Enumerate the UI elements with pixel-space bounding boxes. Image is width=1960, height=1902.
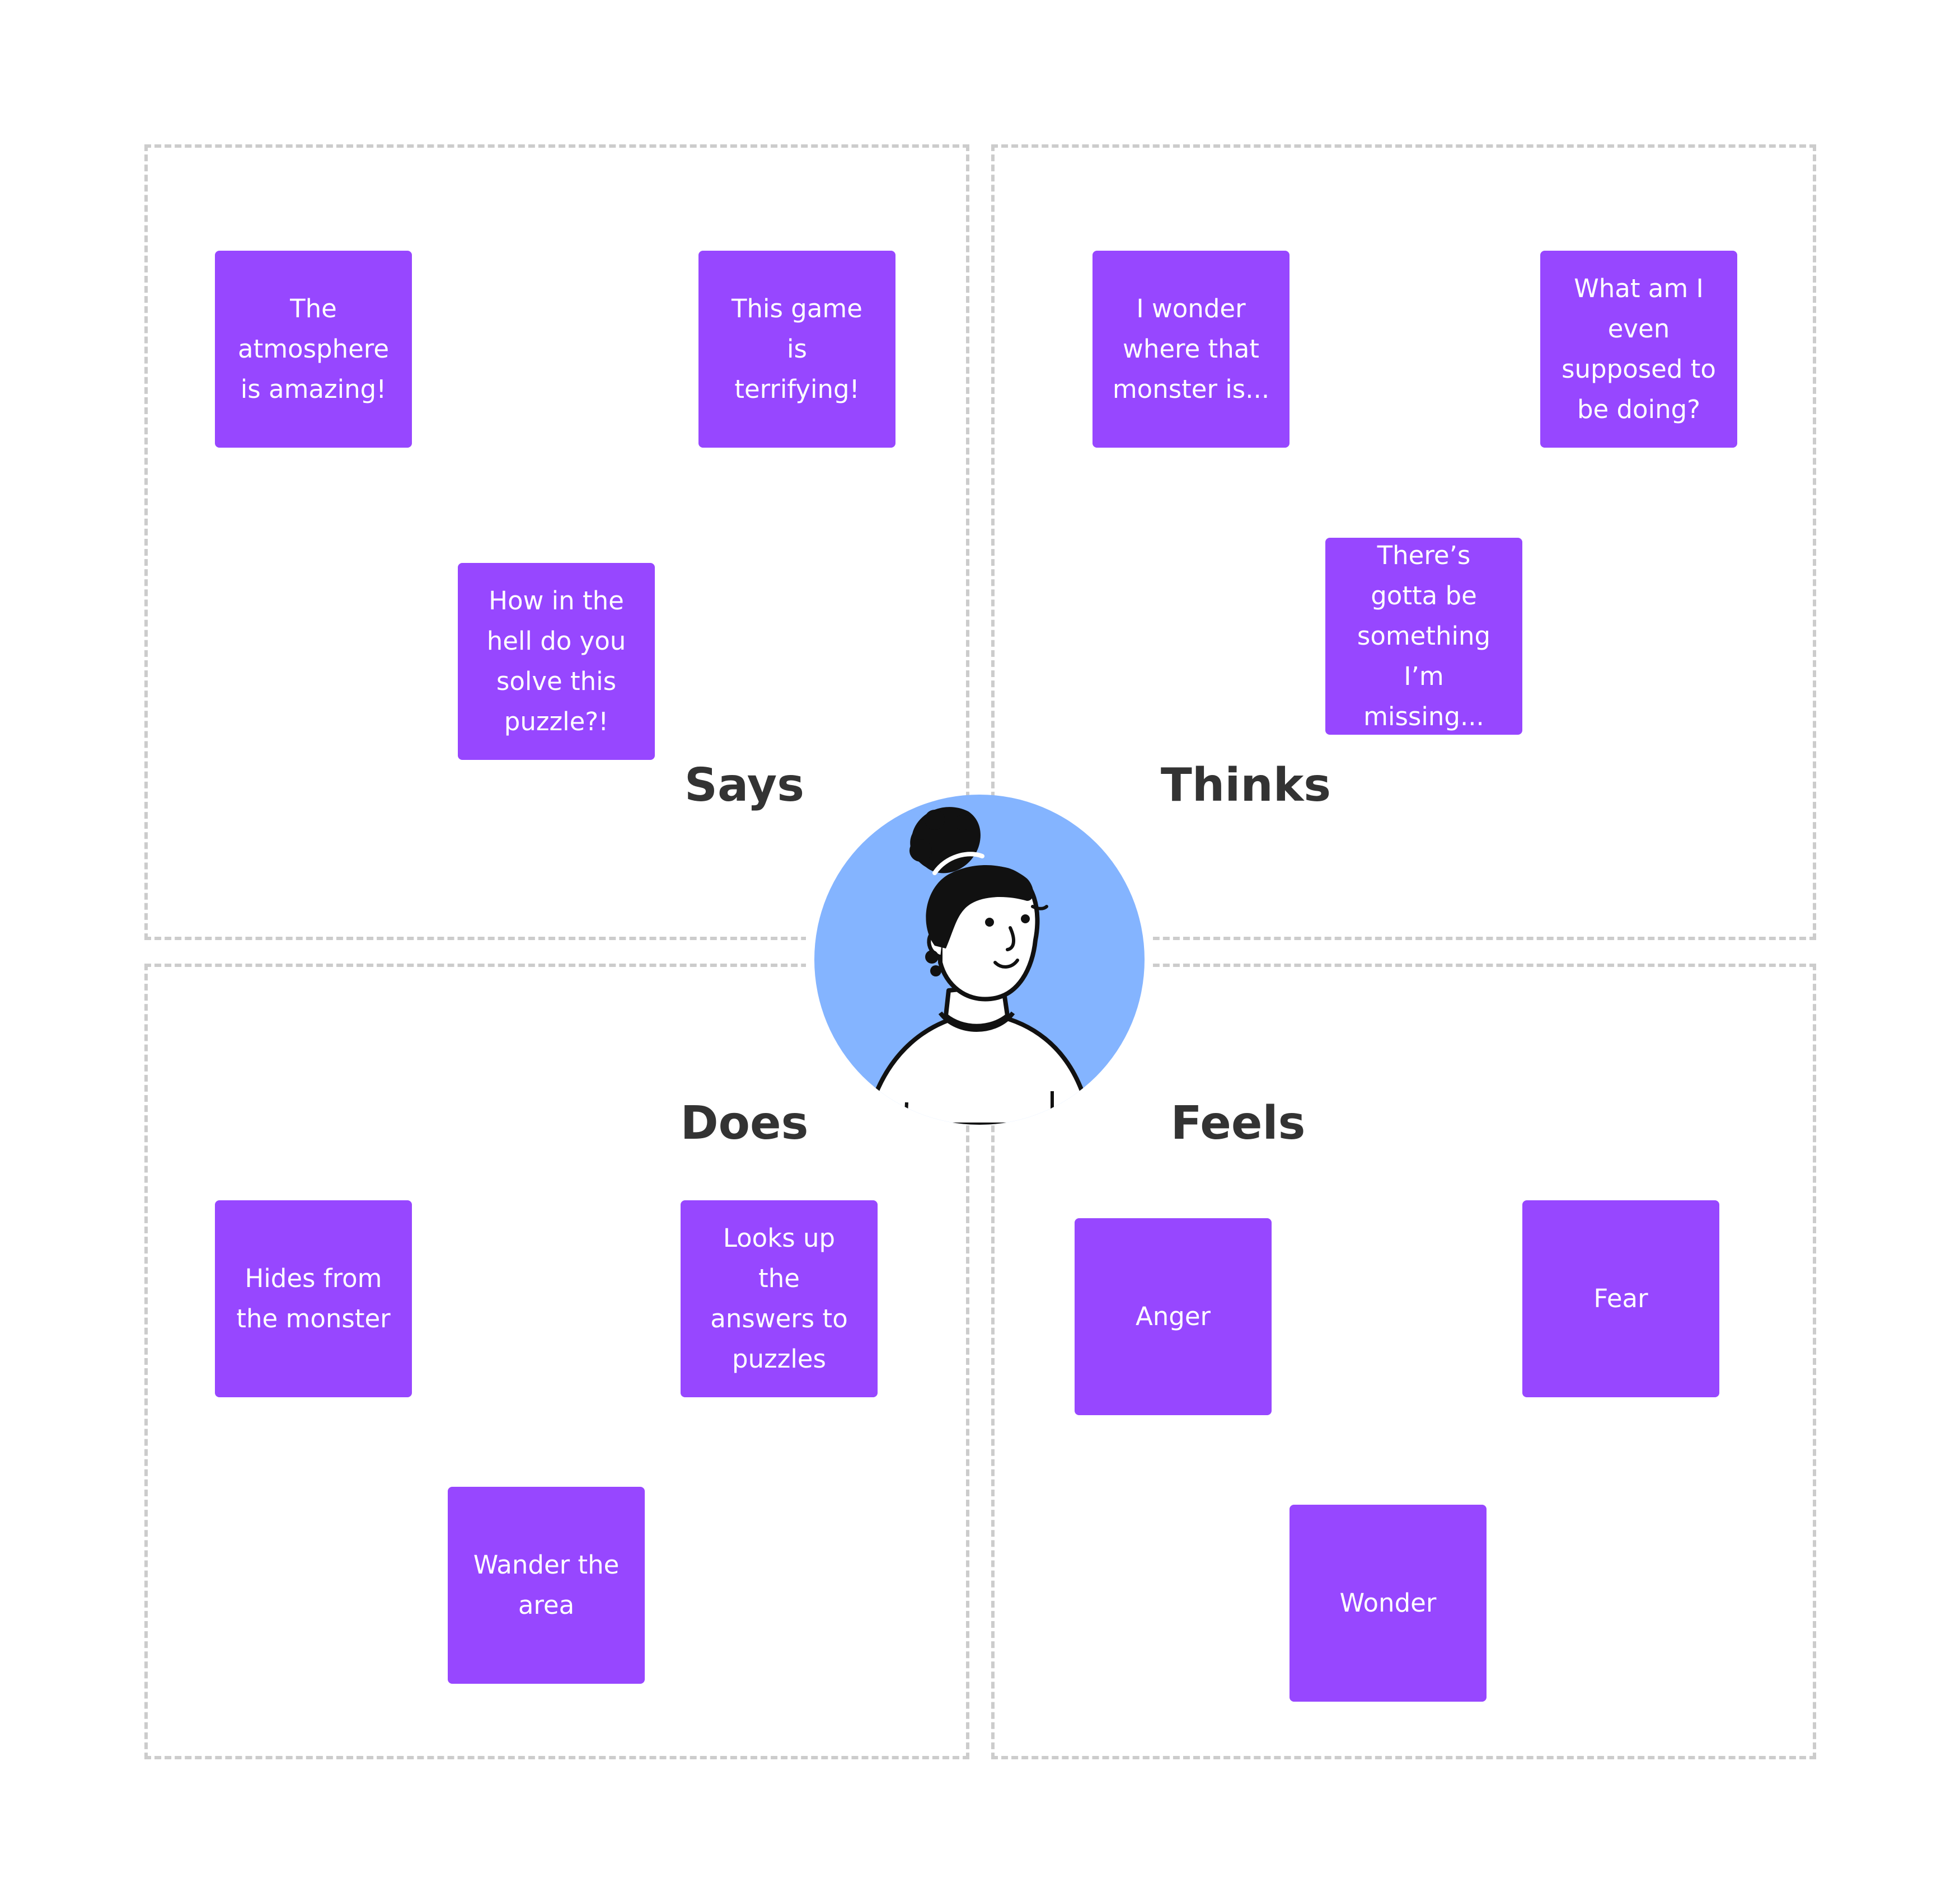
sticky-note[interactable]: Looks up the answers to puzzles	[681, 1200, 878, 1397]
says-label: Says	[684, 759, 805, 812]
sticky-note[interactable]: This game is terrifying!	[698, 251, 895, 448]
does-quadrant	[144, 964, 969, 1759]
sticky-note[interactable]: I wonder where that monster is...	[1092, 251, 1290, 448]
sticky-note[interactable]: Wonder	[1290, 1505, 1487, 1702]
feels-label: Feels	[1170, 1097, 1306, 1150]
does-label: Does	[680, 1097, 809, 1150]
sticky-note[interactable]: Hides from the monster	[215, 1200, 412, 1397]
person-avatar-icon	[806, 795, 1153, 1125]
sticky-note[interactable]: Wander the area	[448, 1487, 645, 1684]
sticky-note[interactable]: What am I even supposed to be doing?	[1540, 251, 1737, 448]
sticky-note[interactable]: There’s gotta be something I’m missing..…	[1325, 538, 1522, 735]
sticky-note[interactable]: The atmosphere is amazing!	[215, 251, 412, 448]
sticky-note[interactable]: Anger	[1075, 1218, 1272, 1415]
feels-quadrant	[991, 964, 1816, 1759]
sticky-note[interactable]: Fear	[1522, 1200, 1719, 1397]
says-quadrant	[144, 144, 969, 940]
thinks-quadrant	[991, 144, 1816, 940]
sticky-note[interactable]: How in the hell do you solve this puzzle…	[458, 563, 655, 760]
thinks-label: Thinks	[1160, 759, 1331, 812]
